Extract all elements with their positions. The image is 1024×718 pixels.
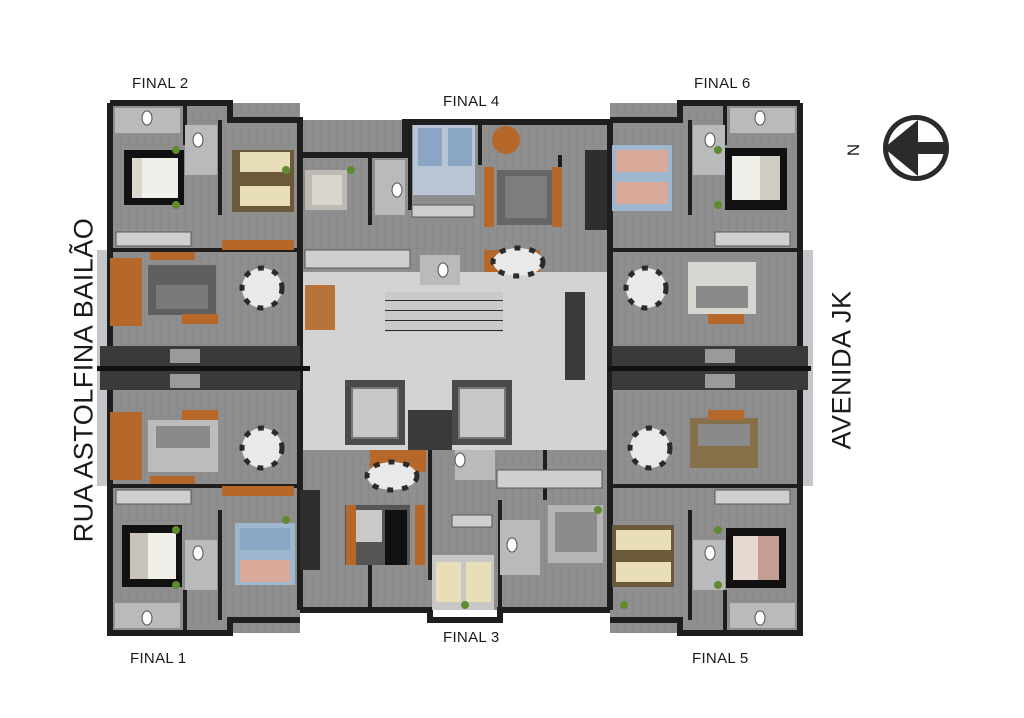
bed-final2-twin [232,150,294,212]
bed-final5-twin [612,525,674,587]
bed-final4-twin [413,125,475,195]
street-label-right: AVENIDA JK [826,290,857,450]
bed-final3-twin [432,555,494,610]
elevator-1 [351,387,399,439]
stairwell [385,292,503,332]
compass-north-letter: N [844,143,864,157]
bed-final1-twin [235,523,295,585]
kitchens [97,150,811,570]
wardrobes [115,204,791,528]
sofas [148,170,758,472]
bed-final5-master [726,528,786,588]
bed-final1-master [122,525,182,587]
north-arrow-icon [883,115,949,181]
bed-final6-twin [612,145,672,211]
street-label-left: RUA ASTOLFINA BAILÃO [68,217,99,543]
unit-label-final-4: FINAL 4 [443,93,500,110]
elevator-2 [458,387,506,439]
bed-final3-room [548,505,603,563]
bed-final6-master [725,148,787,210]
unit-label-final-5: FINAL 5 [692,650,749,667]
plants [172,146,722,609]
unit-label-final-6: FINAL 6 [694,75,751,92]
unit-label-final-3: FINAL 3 [443,629,500,646]
unit-label-final-2: FINAL 2 [132,75,189,92]
bed-final4-double [305,170,347,210]
dining-tables [239,245,673,493]
toilets [141,110,766,626]
unit-label-final-1: FINAL 1 [130,650,187,667]
beds [122,125,787,610]
bed-final2-master [124,150,184,205]
